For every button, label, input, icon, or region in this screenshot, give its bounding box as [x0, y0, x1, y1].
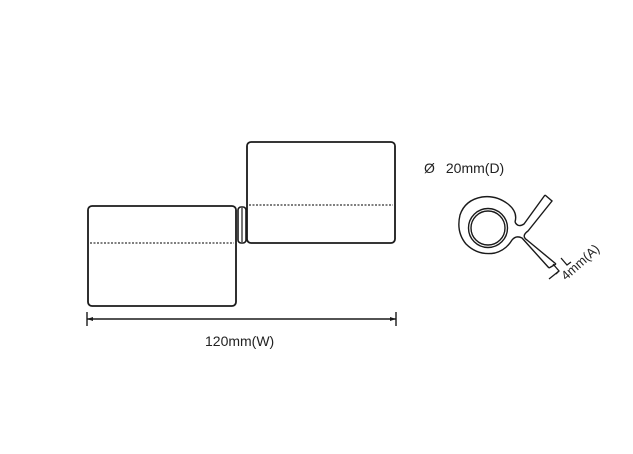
width-label: 120mm(W): [205, 333, 275, 349]
spring-clip: [458, 194, 557, 269]
left-panel: [87, 205, 237, 307]
right-panel: [246, 141, 396, 244]
wire-dimension-marks: [548, 257, 572, 280]
diameter-symbol-icon: Ø: [424, 160, 435, 176]
diameter-value: 20mm(D): [445, 160, 505, 176]
hinge: [237, 206, 247, 244]
diameter-label: Ø 20mm(D): [424, 160, 504, 176]
width-dimension-line: [86, 312, 397, 326]
